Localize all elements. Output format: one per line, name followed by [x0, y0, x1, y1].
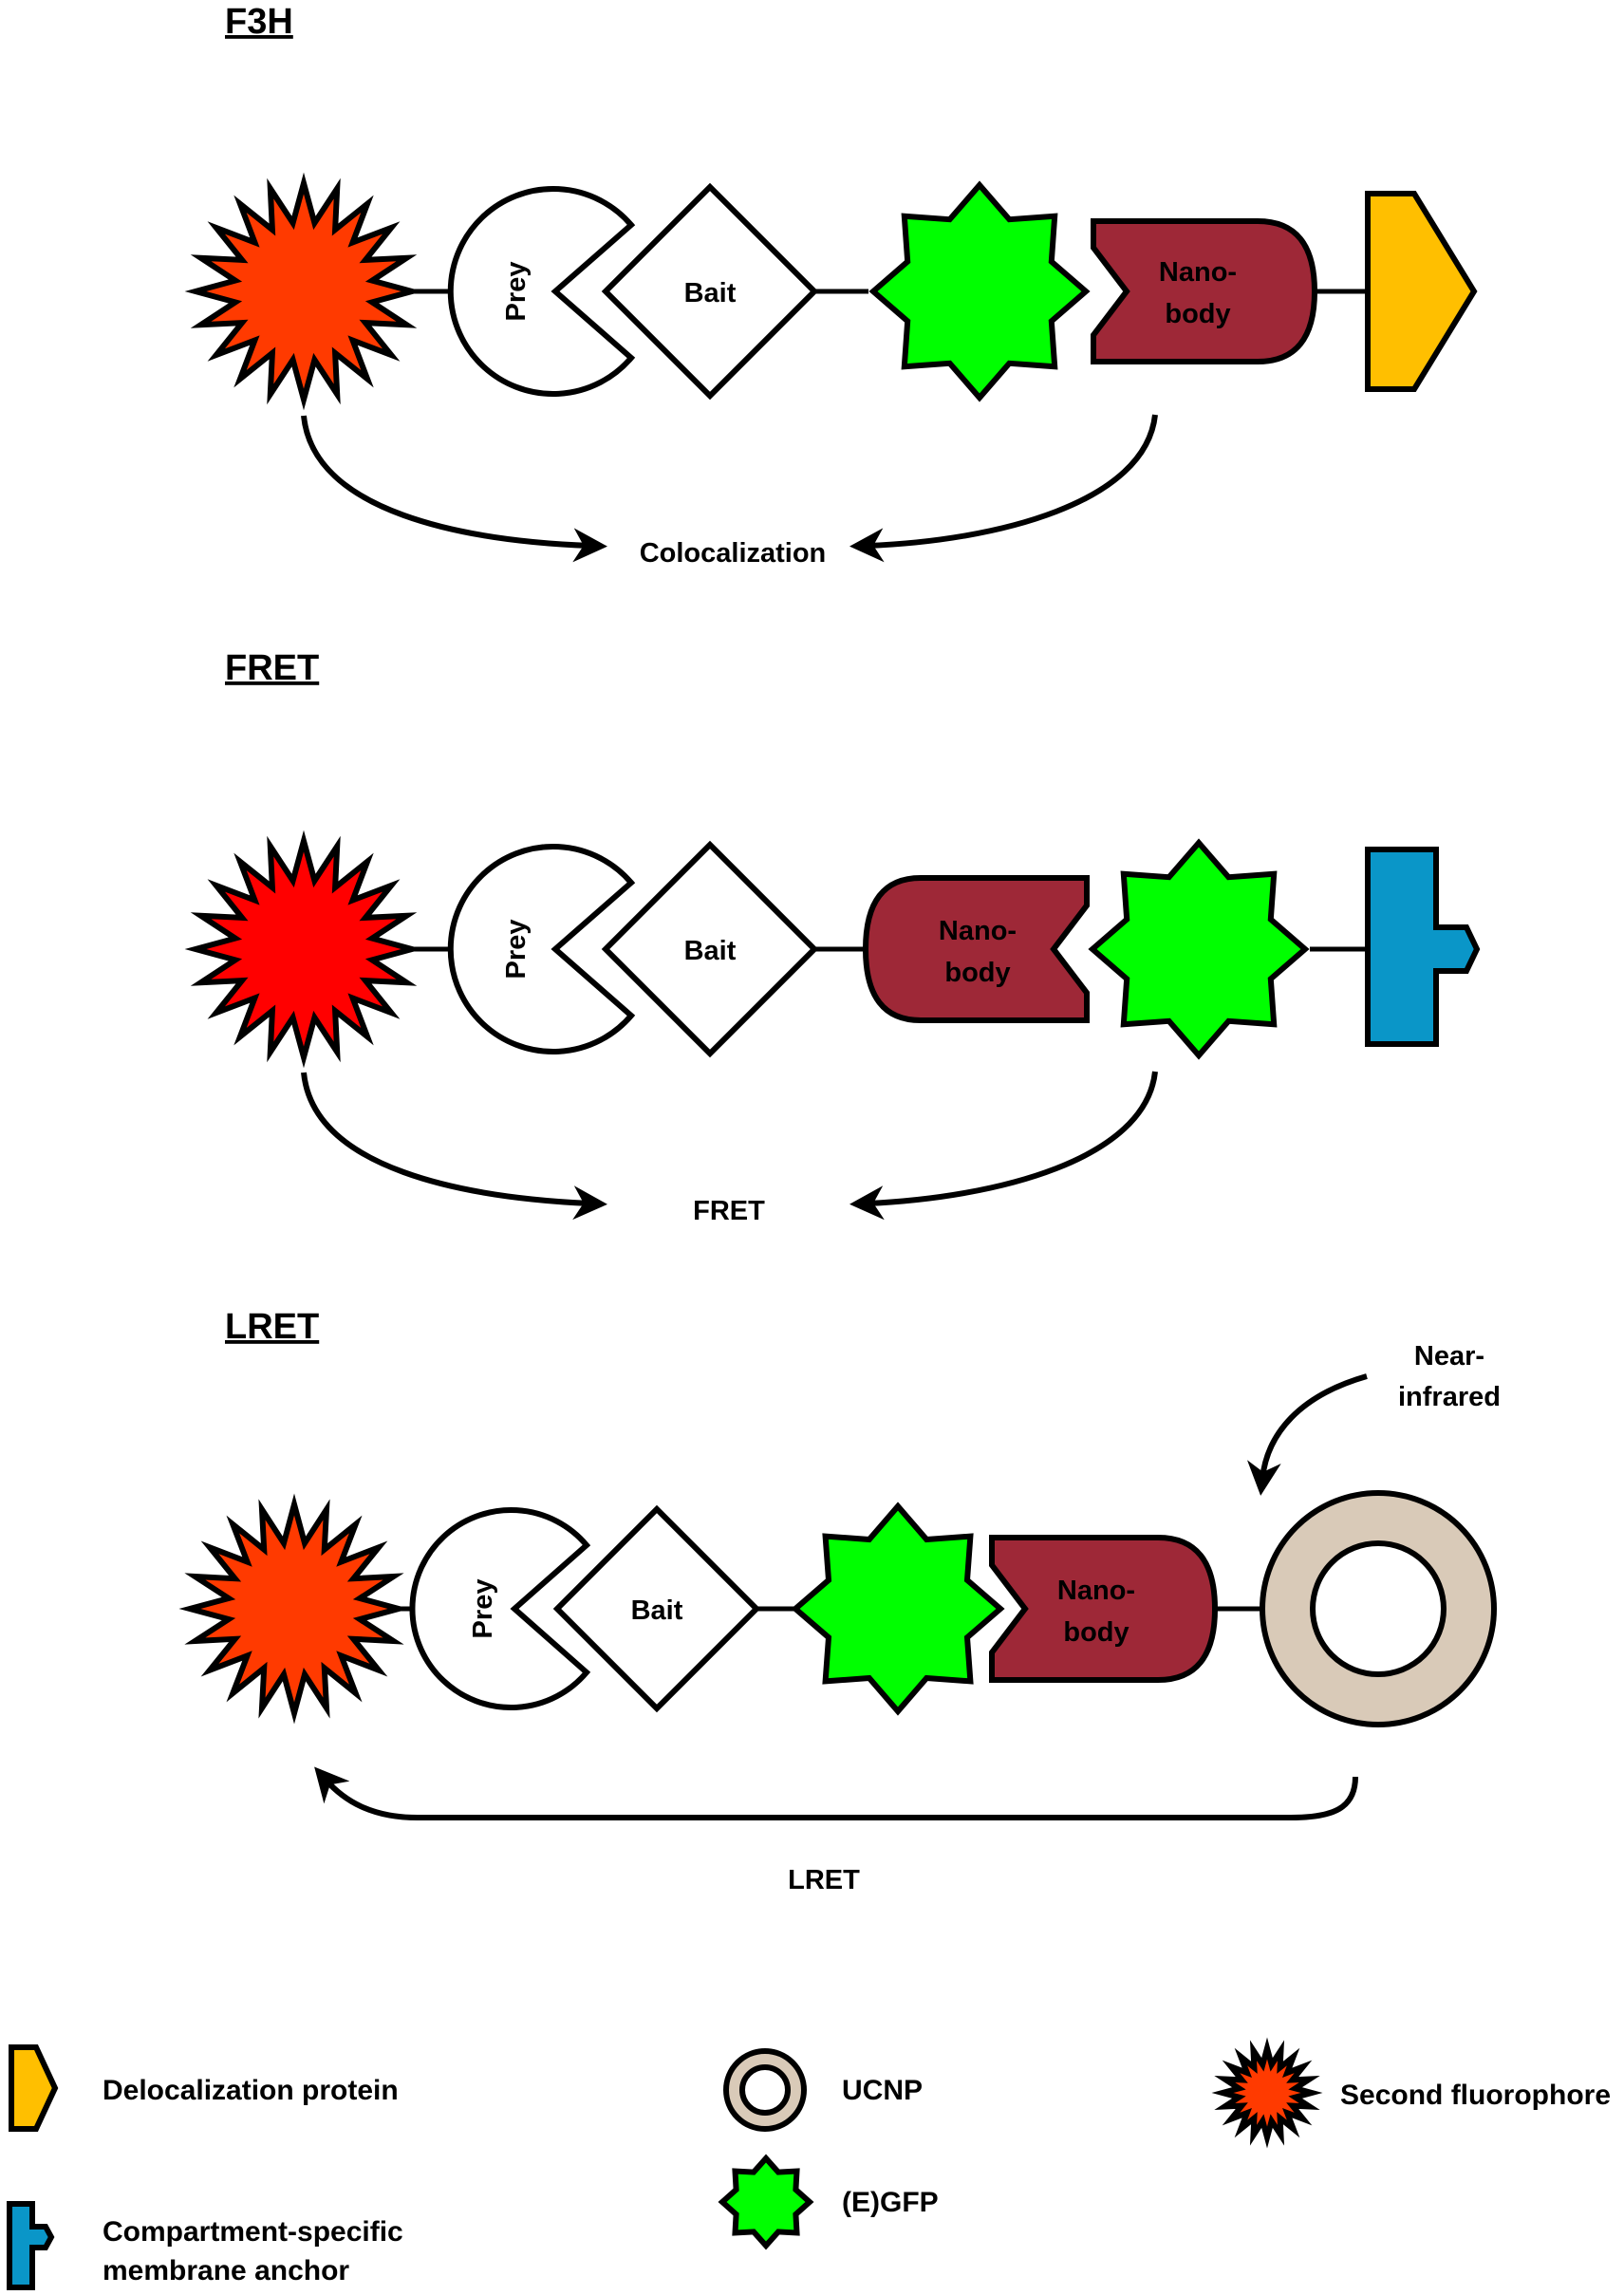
bait-label: Bait — [684, 278, 737, 308]
legend-label-anchor-line1: Compartment-specific — [103, 2216, 403, 2248]
legend-label-second-fluorophore: Second fluorophore — [1340, 2080, 1611, 2111]
egfp-icon — [718, 2154, 814, 2250]
near-infrared-label-line1: Near- — [1414, 1341, 1484, 1371]
section-title-fret: FRET — [225, 648, 319, 688]
prey-shape — [447, 844, 636, 1054]
legend-item-egfp: (E)GFP — [718, 2154, 939, 2250]
nanobody-shape — [1091, 218, 1318, 364]
nanobody-shape — [989, 1535, 1219, 1683]
second-fluorophore-shape — [184, 172, 423, 411]
legend-item-membrane-anchor: Compartment-specific membrane anchor — [7, 2201, 403, 2290]
nanobody-label-line2: body — [1063, 1617, 1129, 1648]
membrane-anchor-shape — [1365, 847, 1481, 1047]
near-infrared-label-line2: infrared — [1398, 1382, 1501, 1412]
section-title-f3h: F3H — [225, 2, 293, 42]
egfp-shape — [1088, 838, 1310, 1060]
section-lret: LRET Prey Bait Nano- body Near- infrared… — [178, 1307, 1501, 1895]
legend-item-ucnp: UCNP — [723, 2048, 923, 2132]
legend-label-anchor-line2: membrane anchor — [103, 2255, 349, 2286]
legend-item-delocalization: Delocalization protein — [9, 2044, 399, 2132]
bait-label: Bait — [684, 936, 737, 966]
nanobody-label-line1: Nano- — [1159, 257, 1237, 288]
nanobody-label-line1: Nano- — [1057, 1576, 1135, 1606]
prey-shape — [409, 1507, 591, 1710]
bait-shape — [601, 840, 819, 1058]
readout-fret: FRET — [693, 1196, 765, 1226]
section-fret: FRET Prey Bait Nano- body FRET — [184, 648, 1481, 1226]
section-title-lret: LRET — [225, 1307, 319, 1347]
bait-label: Bait — [631, 1595, 683, 1626]
egfp-shape — [791, 1502, 1005, 1716]
nanobody-label-line1: Nano- — [939, 916, 1017, 946]
nanobody-shape — [862, 875, 1090, 1023]
bait-shape — [552, 1504, 761, 1713]
legend-label-ucnp: UCNP — [842, 2075, 923, 2106]
legend-label-egfp: (E)GFP — [842, 2187, 939, 2218]
section-f3h: F3H Prey Bait Nano- body Colocalization — [184, 2, 1478, 569]
membrane-anchor-icon — [7, 2201, 55, 2290]
nanobody-label-line2: body — [1165, 299, 1230, 329]
readout-lret: LRET — [788, 1865, 860, 1895]
bait-shape — [601, 182, 819, 401]
prey-shape — [447, 186, 636, 397]
second-fluorophore-shape — [184, 830, 423, 1069]
legend: Delocalization protein Compartment-speci… — [7, 2037, 1611, 2290]
egfp-shape — [868, 180, 1091, 402]
prey-label: Prey — [501, 920, 532, 980]
second-fluorophore-icon — [1211, 2037, 1323, 2149]
legend-label-delocalization: Delocalization protein — [103, 2075, 399, 2106]
delocalization-protein-icon — [9, 2044, 59, 2132]
readout-colocalization: Colocalization — [640, 538, 827, 569]
second-fluorophore-shape — [178, 1493, 410, 1725]
delocalization-protein-shape — [1365, 191, 1478, 392]
legend-item-second-fluorophore: Second fluorophore — [1211, 2037, 1611, 2149]
prey-label: Prey — [468, 1579, 498, 1639]
nanobody-label-line2: body — [944, 958, 1010, 988]
prey-label: Prey — [501, 262, 532, 322]
